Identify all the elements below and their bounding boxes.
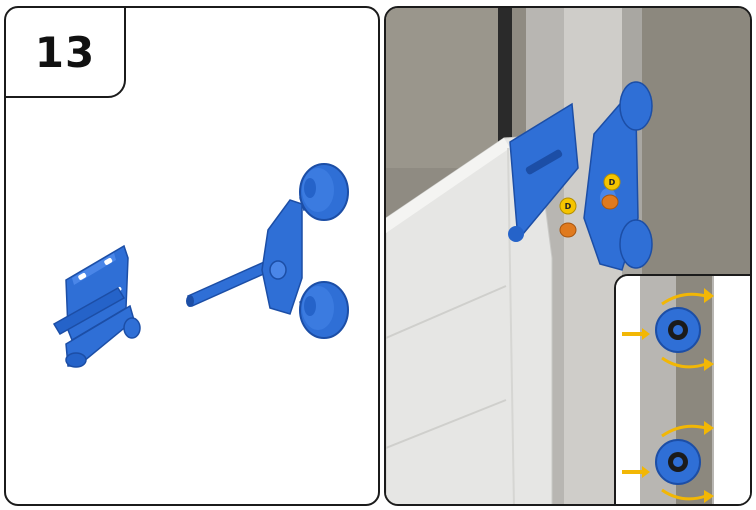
parts-illustration	[6, 8, 380, 506]
roller-wheel-icon	[656, 308, 700, 352]
callout-d-lower: D	[560, 198, 576, 214]
parts-panel: 13	[4, 6, 380, 506]
callout-label: D	[609, 178, 616, 187]
detail-illustration	[616, 276, 752, 506]
roller-bracket-icon	[186, 164, 348, 338]
detail-inset	[614, 274, 752, 506]
callout-d-upper: D	[604, 174, 620, 190]
callout-label: D	[565, 202, 572, 211]
roller-wheel-icon	[656, 440, 700, 484]
installation-panel: D D	[384, 6, 752, 506]
hinge-bracket-icon	[54, 246, 140, 367]
